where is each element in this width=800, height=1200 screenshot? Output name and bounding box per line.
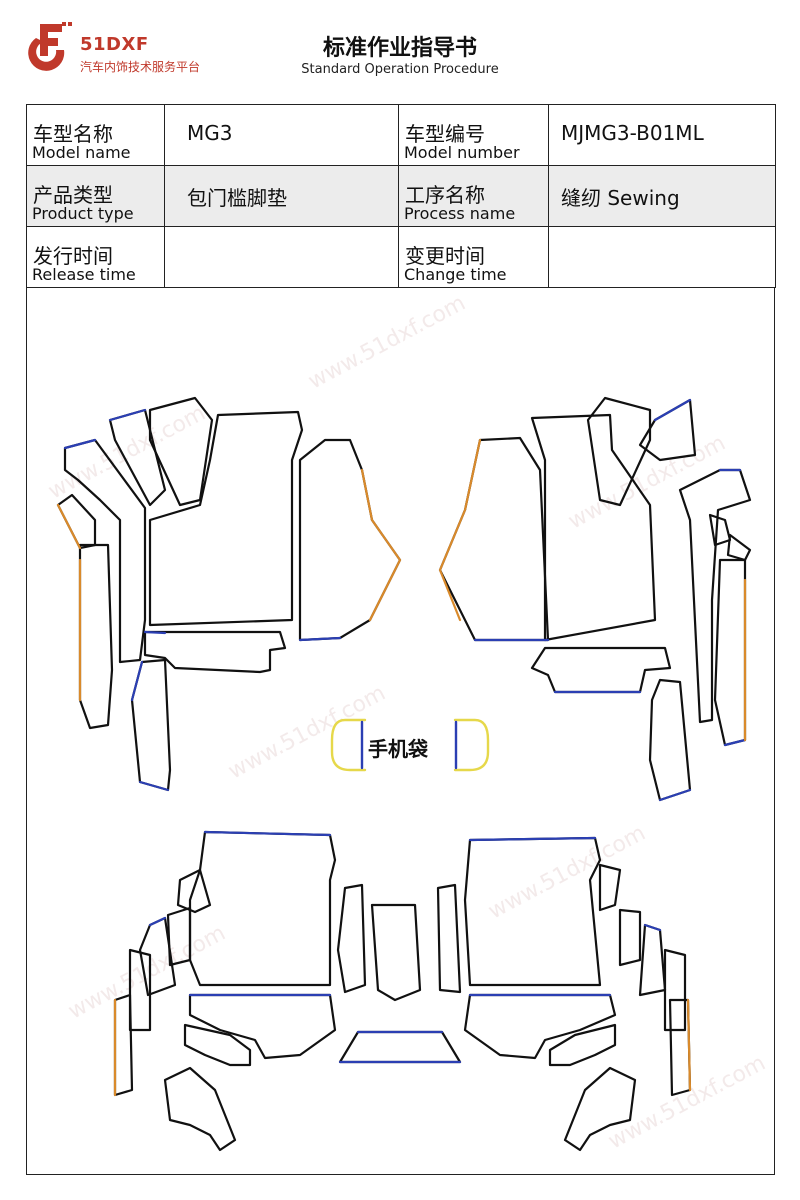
phone-pocket-label: 手机袋 bbox=[368, 737, 428, 761]
model-number-label-en: Model number bbox=[404, 143, 520, 162]
pattern-piece bbox=[113, 993, 134, 1097]
model-name-label-cn: 车型名称 bbox=[33, 122, 113, 146]
cell-release-time-label: 发行时间 Release time bbox=[26, 226, 165, 288]
pattern-piece bbox=[183, 1023, 252, 1067]
pattern-piece bbox=[530, 646, 672, 694]
change-time-label-en: Change time bbox=[404, 265, 507, 284]
pattern-piece bbox=[336, 883, 367, 994]
product-type-label-en: Product type bbox=[32, 204, 134, 223]
process-name-value: 缝纫 Sewing bbox=[561, 186, 680, 210]
model-name-label-en: Model name bbox=[32, 143, 131, 162]
pattern-piece bbox=[163, 1066, 237, 1152]
pattern-piece bbox=[143, 630, 287, 674]
row-product: 产品类型 Product type 包门槛脚垫 工序名称 Process nam… bbox=[26, 165, 776, 227]
cell-model-number-label: 车型编号 Model number bbox=[398, 104, 549, 166]
cell-model-number-value: MJMG3-B01ML bbox=[548, 104, 776, 166]
model-number-label-cn: 车型编号 bbox=[405, 122, 485, 146]
pattern-piece bbox=[663, 948, 687, 1032]
pattern-piece bbox=[63, 438, 147, 664]
product-type-label-cn: 产品类型 bbox=[33, 183, 113, 207]
info-table: 车型名称 Model name MG3 车型编号 Model number MJ… bbox=[26, 104, 776, 288]
change-time-label-cn: 变更时间 bbox=[405, 244, 485, 268]
cell-release-time-value bbox=[164, 226, 399, 288]
cell-product-type-value: 包门槛脚垫 bbox=[164, 165, 399, 227]
pattern-piece bbox=[338, 1030, 462, 1064]
pattern-piece bbox=[370, 903, 422, 1002]
process-name-label-en: Process name bbox=[404, 204, 516, 223]
brand-name: 51DXF bbox=[80, 34, 149, 55]
pattern-piece bbox=[530, 413, 657, 642]
model-number-value: MJMG3-B01ML bbox=[561, 121, 704, 145]
pattern-piece bbox=[708, 513, 732, 547]
pattern-piece bbox=[148, 410, 304, 627]
cell-model-name-value: MG3 bbox=[164, 104, 399, 166]
row-time: 发行时间 Release time 变更时间 Change time bbox=[26, 226, 776, 288]
release-time-label-cn: 发行时间 bbox=[33, 244, 113, 268]
pattern-piece bbox=[638, 923, 667, 997]
row-model: 车型名称 Model name MG3 车型编号 Model number MJ… bbox=[26, 104, 776, 166]
cell-product-type-label: 产品类型 Product type bbox=[26, 165, 165, 227]
cell-model-name-label: 车型名称 Model name bbox=[26, 104, 165, 166]
logo-icon bbox=[28, 22, 72, 71]
pattern-piece bbox=[138, 916, 177, 997]
pattern-piece bbox=[188, 830, 337, 987]
pattern-piece bbox=[598, 863, 622, 912]
brand-subtitle: 汽车内饰技术服务平台 bbox=[80, 60, 201, 74]
pattern-piece bbox=[668, 998, 692, 1097]
pattern-piece bbox=[648, 678, 692, 802]
release-time-label-en: Release time bbox=[32, 265, 136, 284]
pattern-piece bbox=[726, 533, 752, 562]
pattern-piece bbox=[713, 558, 747, 747]
model-name-value: MG3 bbox=[187, 121, 233, 145]
pattern-piece bbox=[188, 993, 337, 1060]
cell-process-name-value: 缝纫 Sewing bbox=[548, 165, 776, 227]
document-subtitle: Standard Operation Procedure bbox=[301, 62, 499, 77]
pattern-piece bbox=[463, 993, 617, 1060]
pattern-piece bbox=[436, 883, 462, 994]
cell-change-time-label: 变更时间 Change time bbox=[398, 226, 549, 288]
pattern-piece bbox=[176, 868, 212, 914]
pattern-piece bbox=[586, 396, 652, 507]
phone-pocket-pieces bbox=[330, 718, 490, 772]
drawing-area bbox=[26, 288, 775, 1175]
pattern-piece bbox=[618, 908, 642, 967]
cell-process-name-label: 工序名称 Process name bbox=[398, 165, 549, 227]
pattern-piece bbox=[548, 1023, 617, 1067]
document-title: 标准作业指导书 bbox=[322, 36, 477, 61]
product-type-value: 包门槛脚垫 bbox=[187, 186, 287, 210]
pattern-piece bbox=[678, 468, 752, 724]
cell-change-time-value bbox=[548, 226, 776, 288]
pattern-piece bbox=[563, 1066, 637, 1152]
pattern-piece bbox=[108, 408, 167, 507]
process-name-label-cn: 工序名称 bbox=[405, 183, 485, 207]
pattern-piece bbox=[463, 836, 602, 987]
pattern-piece bbox=[78, 543, 114, 730]
